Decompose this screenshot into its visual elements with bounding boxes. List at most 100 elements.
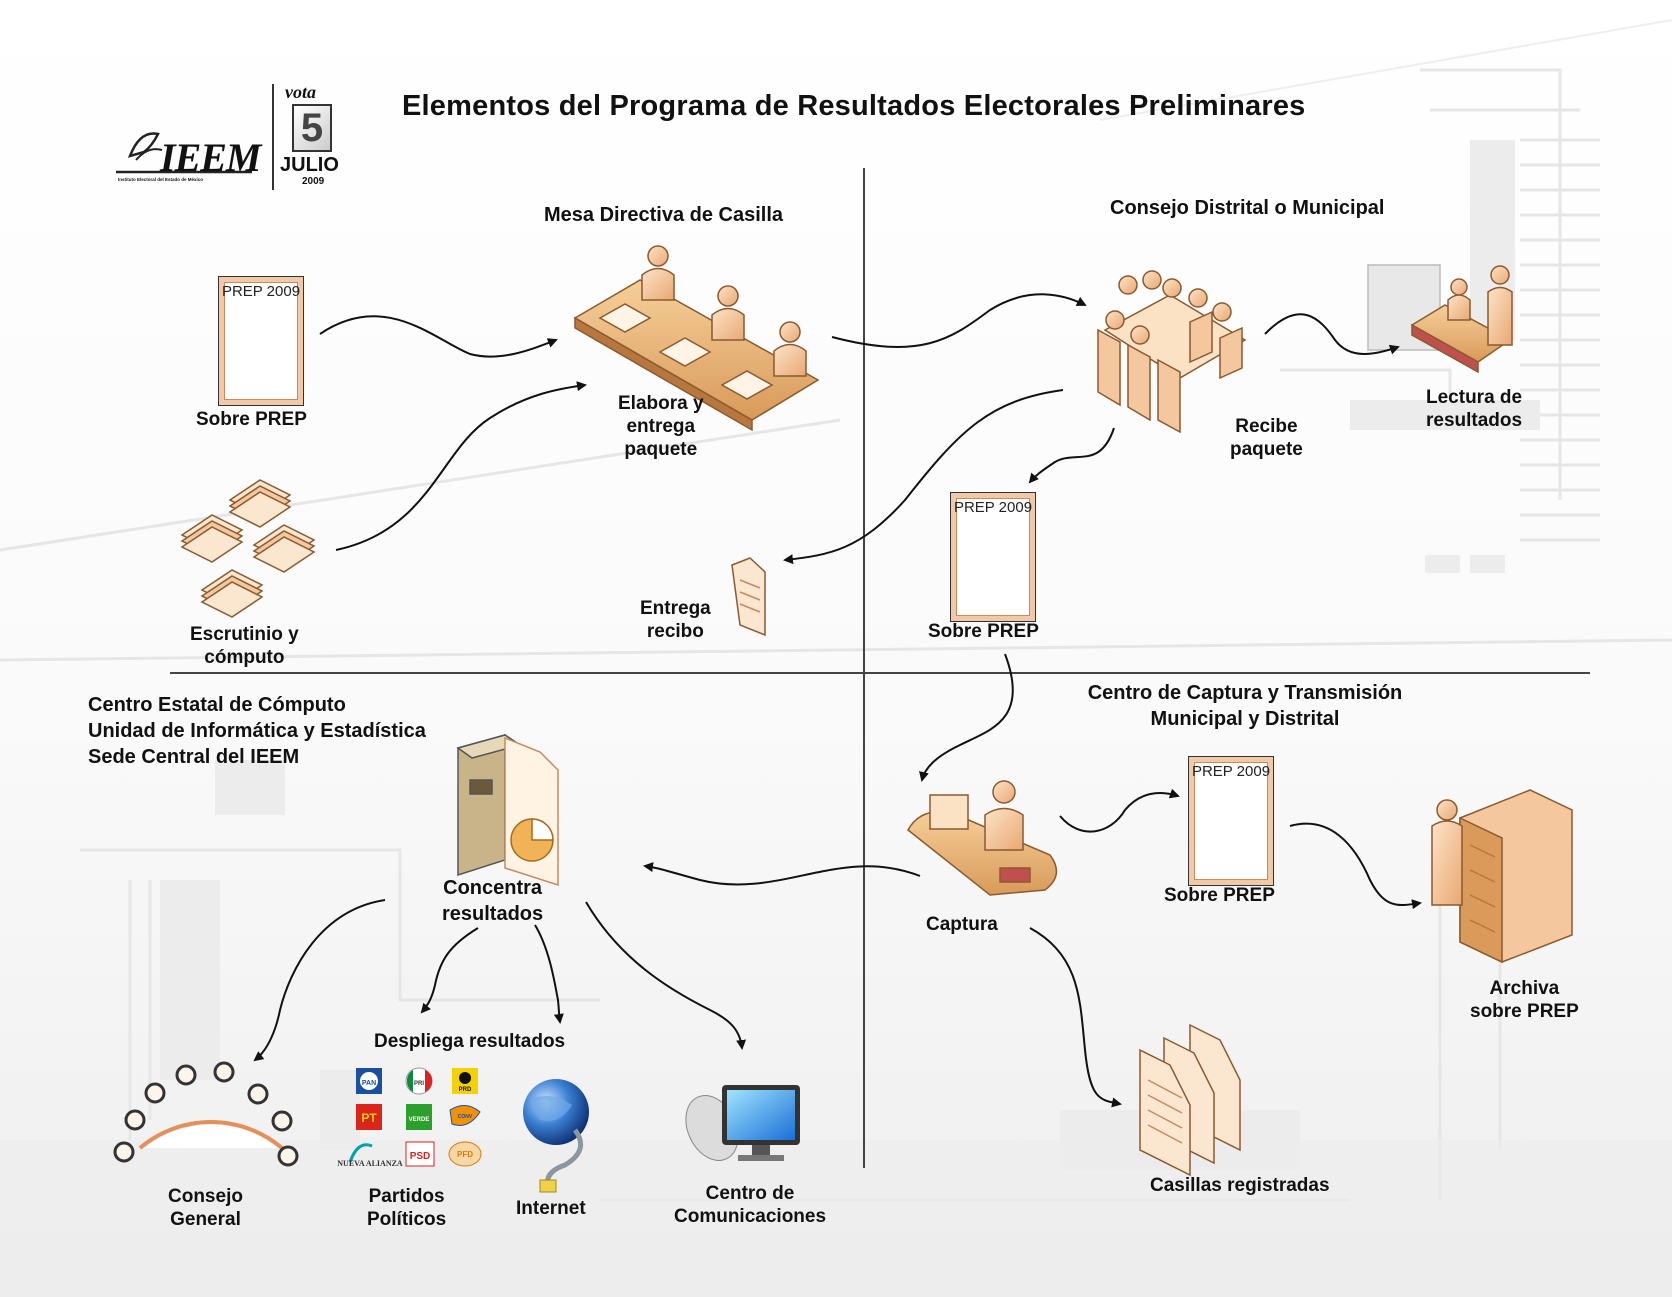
label-recibe-line2: paquete <box>1230 439 1303 460</box>
label-partidos-politicos: Partidos Políticos <box>367 1185 446 1231</box>
logo-day-number: 5 <box>300 106 324 150</box>
header-centro-estatal: Centro Estatal de Cómputo Unidad de Info… <box>88 692 426 770</box>
escrutinio-documents-icon <box>180 479 316 618</box>
label-entrega-recibo-line2: recibo <box>646 621 704 642</box>
server-chart-icon <box>456 733 559 887</box>
label-concentra-line2: resultados <box>442 903 544 925</box>
party-prd-logo: PRD <box>452 1068 478 1094</box>
svg-text:PFD: PFD <box>457 1150 473 1159</box>
party-nueva-alianza-logo: NUEVA ALIANZA <box>337 1143 403 1168</box>
label-despliega-resultados: Despliega resultados <box>374 1031 566 1052</box>
label-centro-comunicaciones: Centro de Comunicaciones <box>674 1182 826 1228</box>
label-casillas-registradas: Casillas registradas <box>1150 1175 1330 1196</box>
ieem-emblem-icon <box>116 132 252 174</box>
diagram-title: Elementos del Programa de Resultados Ele… <box>402 90 1306 122</box>
flow-arrows <box>253 293 1422 1108</box>
label-escrutinio-line1: Escrutinio y <box>190 624 299 645</box>
label-archiva-line2: sobre PREP <box>1470 1001 1579 1022</box>
label-partidos-line2: Políticos <box>367 1209 447 1230</box>
ieem-logo: IEEM Instituto Electoral del Estado de M… <box>112 82 352 192</box>
envelope-3-label: PREP 2009 <box>1191 763 1271 780</box>
mesa-directiva-icon <box>573 245 820 432</box>
label-escrutinio-line2: cómputo <box>204 647 285 668</box>
consejo-general-icon <box>113 1061 299 1167</box>
label-escrutinio-computo: Escrutinio y cómputo <box>190 623 299 669</box>
captura-workstation-icon <box>907 780 1058 896</box>
header-centro-captura-line2: Municipal y Distrital <box>1150 708 1340 730</box>
label-concentra-resultados: Concentra resultados <box>442 875 543 927</box>
label-recibe-line1: Recibe <box>1235 416 1298 437</box>
label-centro-com-line1: Centro de <box>705 1183 795 1204</box>
lectura-resultados-icon <box>1367 264 1513 374</box>
party-psd-logo: PSD <box>405 1141 435 1167</box>
party-verde-logo: VERDE <box>406 1104 432 1130</box>
header-centro-estatal-line1: Centro Estatal de Cómputo <box>88 694 346 716</box>
label-lectura-line1: Lectura de <box>1426 387 1523 408</box>
logo-vota: vota <box>285 82 316 102</box>
party-pri-logo: PRI <box>405 1067 433 1095</box>
header-centro-captura-line1: Centro de Captura y Transmisión <box>1087 682 1403 704</box>
sobre-prep-envelope-2: PREP 2009 <box>950 492 1036 622</box>
label-sobre-prep-3: Sobre PREP <box>1164 885 1275 906</box>
label-centro-com-line2: Comunicaciones <box>674 1206 827 1227</box>
logo-org-text: IEEM <box>160 135 261 180</box>
label-recibe-paquete: Recibe paquete <box>1230 415 1303 461</box>
logo-year: 2009 <box>302 176 325 187</box>
svg-text:NUEVA ALIANZA: NUEVA ALIANZA <box>337 1159 403 1168</box>
logo-divider <box>272 84 274 190</box>
label-partidos-line1: Partidos <box>368 1186 445 1207</box>
label-elabora-line3: paquete <box>624 439 698 460</box>
archiva-cabinet-icon <box>1431 789 1573 964</box>
label-sobre-prep-2: Sobre PREP <box>928 621 1039 642</box>
party-pt-logo: PT <box>356 1104 382 1130</box>
label-sobre-prep-1: Sobre PREP <box>196 409 307 430</box>
label-concentra-line1: Concentra <box>443 877 543 899</box>
sobre-prep-envelope-3: PREP 2009 <box>1188 756 1274 886</box>
svg-text:PRD: PRD <box>459 1087 472 1093</box>
logo-month: JULIO <box>280 154 339 176</box>
label-consejo-general-line2: General <box>170 1209 241 1230</box>
label-consejo-general: Consejo General <box>168 1185 243 1231</box>
svg-text:PRI: PRI <box>414 1081 424 1087</box>
envelope-1-label: PREP 2009 <box>221 283 301 300</box>
label-elabora-entrega: Elabora y entrega paquete <box>618 392 704 461</box>
logo-day: 5 <box>292 104 332 152</box>
svg-text:PSD: PSD <box>410 1151 431 1162</box>
label-elabora-line1: Elabora y <box>618 393 704 414</box>
label-consejo-general-line1: Consejo <box>168 1186 243 1207</box>
party-convergencia-logo: CONV <box>449 1105 481 1126</box>
header-mesa-directiva: Mesa Directiva de Casilla <box>544 204 784 226</box>
consejo-distrital-meeting-icon <box>1097 270 1247 434</box>
label-archiva-line1: Archiva <box>1489 978 1560 999</box>
svg-text:PAN: PAN <box>362 1080 376 1087</box>
svg-text:PT: PT <box>361 1111 377 1125</box>
party-pfd-logo: PFD <box>448 1141 482 1167</box>
comunicaciones-satellite-computer-icon <box>685 1085 800 1161</box>
label-entrega-recibo: Entrega recibo <box>640 597 711 643</box>
envelope-2-label: PREP 2009 <box>953 499 1033 516</box>
recibo-document-icon <box>731 557 766 637</box>
label-entrega-recibo-line1: Entrega <box>640 598 711 619</box>
label-archiva-sobre: Archiva sobre PREP <box>1470 977 1579 1023</box>
label-captura: Captura <box>926 914 998 935</box>
header-consejo-distrital: Consejo Distrital o Municipal <box>1110 197 1385 219</box>
party-logos-grid: PAN PRI PRD PT VERDE CONV NUEVA ALIANZA … <box>337 1067 482 1168</box>
header-centro-estatal-line2: Unidad de Informática y Estadística <box>88 720 426 742</box>
label-lectura-line2: resultados <box>1426 410 1523 431</box>
svg-text:CONV: CONV <box>458 1114 473 1120</box>
label-elabora-line2: entrega <box>626 416 696 437</box>
party-pan-logo: PAN <box>356 1068 382 1094</box>
header-centro-estatal-line3: Sede Central del IEEM <box>88 746 300 768</box>
casillas-registradas-documents-icon <box>1139 1023 1241 1177</box>
svg-text:VERDE: VERDE <box>409 1117 430 1123</box>
label-lectura-resultados: Lectura de resultados <box>1426 386 1522 432</box>
header-centro-captura: Centro de Captura y Transmisión Municipa… <box>1060 680 1430 732</box>
label-internet: Internet <box>516 1198 586 1219</box>
logo-org-full: Instituto Electoral del Estado de México <box>118 177 204 182</box>
sobre-prep-envelope-1: PREP 2009 <box>218 276 304 406</box>
internet-globe-icon <box>523 1079 589 1193</box>
